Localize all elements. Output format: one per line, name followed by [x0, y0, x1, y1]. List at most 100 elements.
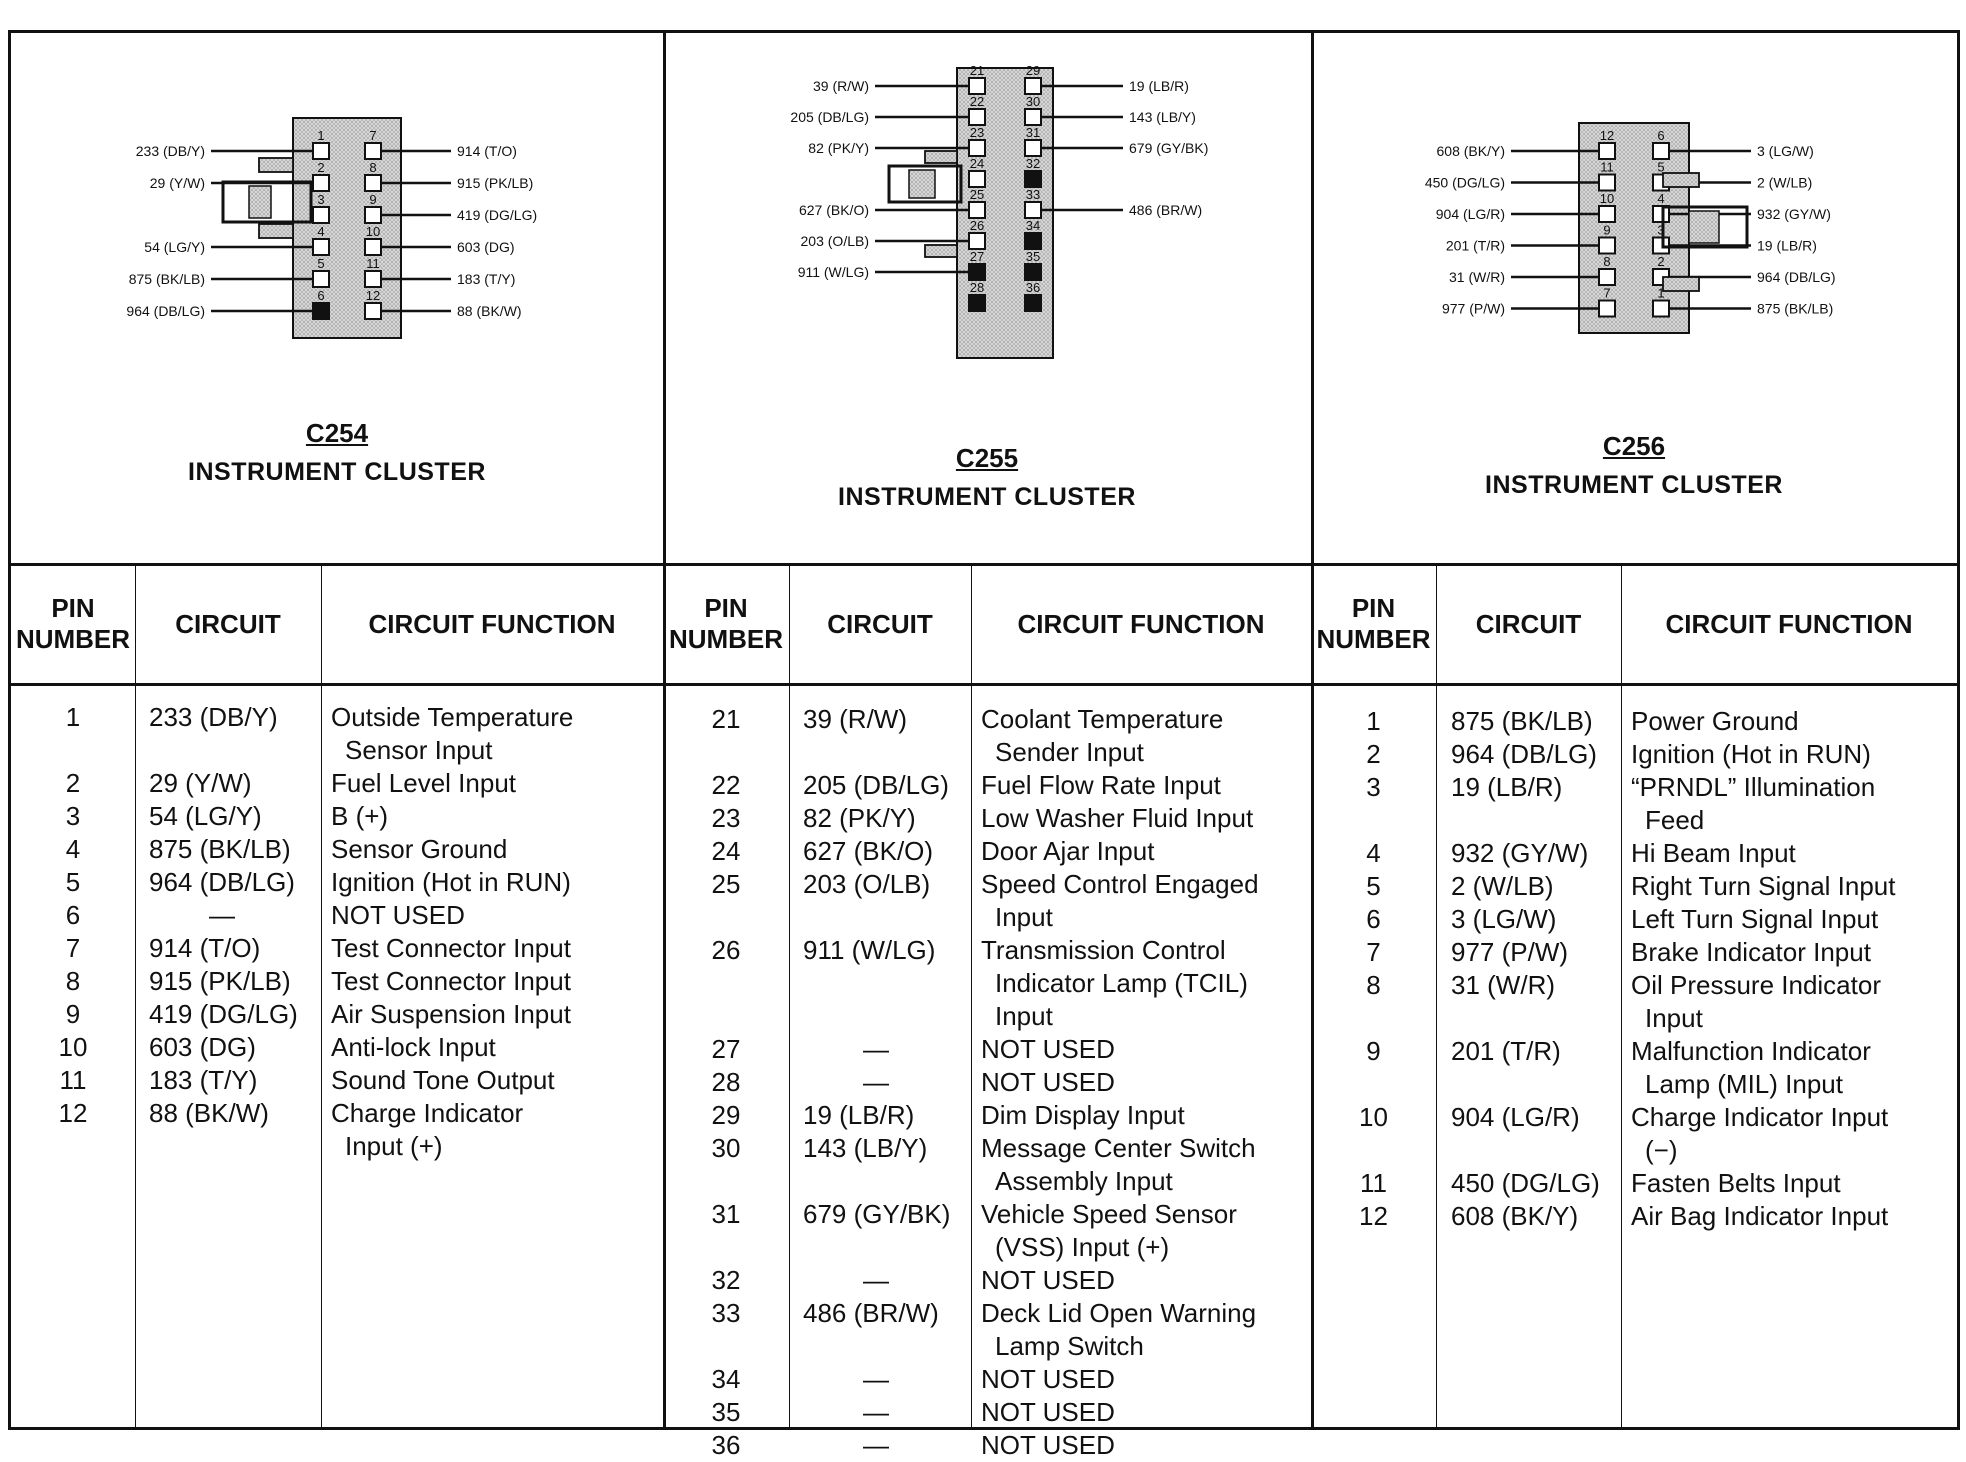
pin-number-cell: 25 — [711, 869, 741, 899]
circuit-function-cell: Left Turn Signal Input — [1631, 904, 1879, 934]
pin-cavity — [1024, 139, 1042, 157]
circuit-cell: 19 (LB/R) — [803, 1100, 915, 1130]
circuit-function-cell: NOT USED — [981, 1430, 1115, 1460]
pin-number-label: 24 — [970, 156, 984, 171]
pin-number-label: 4 — [1657, 191, 1664, 206]
circuit-cell: 3 (LG/W) — [1451, 904, 1557, 934]
pin-cavity — [1024, 201, 1042, 219]
jumper-bridge — [1661, 205, 1749, 249]
circuit-function-cell: B (+) — [331, 801, 389, 831]
pin-number-cell: 23 — [711, 803, 741, 833]
pin-cavity — [968, 108, 986, 126]
pin-cavity — [364, 270, 382, 288]
pin-number-cell: 8 — [1366, 970, 1381, 1000]
circuit-function-cell: NOT USED — [981, 1397, 1115, 1427]
circuit-function-cell: Oil Pressure Indicator — [1631, 970, 1881, 1000]
column-divider — [135, 563, 136, 1427]
jumper-bridge — [908, 169, 936, 199]
wire-label: 932 (GY/W) — [1757, 206, 1831, 222]
pin-number-cell: 7 — [65, 933, 81, 963]
circuit-function-cell: Anti-lock Input — [331, 1032, 496, 1062]
circuit-cell: — — [863, 1067, 889, 1097]
wire-label: 904 (LG/R) — [1436, 206, 1505, 222]
pin-number-label: 36 — [1026, 280, 1040, 295]
pin-number-label: 33 — [1026, 187, 1040, 202]
wire-label: 911 (W/LG) — [798, 264, 869, 280]
pin-number-cell: 9 — [65, 999, 81, 1029]
connector-tab — [258, 157, 294, 173]
circuit-function-cell: Test Connector Input — [331, 933, 571, 963]
pin-number-cell: 10 — [58, 1032, 88, 1062]
wire-label: 450 (DG/LG) — [1425, 175, 1505, 191]
wire-label: 3 (LG/W) — [1757, 143, 1814, 159]
header-pin-line1: PIN — [51, 593, 95, 623]
c255-title: C255 — [955, 443, 1019, 473]
pin-number-label: 27 — [970, 249, 984, 264]
pin-cavity — [968, 77, 986, 95]
c254-subtitle: INSTRUMENT CLUSTER — [188, 458, 486, 486]
pin-cavity — [968, 294, 986, 312]
pin-number-label: 8 — [1603, 254, 1610, 269]
circuit-cell: 54 (LG/Y) — [149, 801, 262, 831]
wire-label: 233 (DB/Y) — [136, 143, 205, 159]
pin-number-cell: 26 — [711, 935, 741, 965]
circuit-cell: 201 (T/R) — [1451, 1036, 1561, 1066]
pin-cavity — [1598, 299, 1616, 318]
circuit-function-cell: Ignition (Hot in RUN) — [1631, 739, 1871, 769]
circuit-cell: 627 (BK/O) — [803, 836, 934, 866]
circuit-function-cell: Sensor Input — [345, 735, 493, 765]
connector-tab — [1662, 276, 1700, 292]
connector-tab — [1662, 172, 1700, 188]
pin-cavity — [1024, 108, 1042, 126]
wire-label: 39 (R/W) — [813, 78, 869, 94]
circuit-cell: 932 (GY/W) — [1451, 838, 1589, 868]
pin-number-label: 10 — [1600, 191, 1614, 206]
pin-number-cell: 30 — [711, 1133, 741, 1163]
pin-cavity — [364, 302, 382, 320]
pin-number-label: 25 — [970, 187, 984, 202]
pin-number-label: 1 — [1657, 286, 1664, 301]
circuit-function-cell: Input — [1645, 1003, 1703, 1033]
wire-label: 419 (DG/LG) — [457, 207, 537, 223]
circuit-cell: 419 (DG/LG) — [149, 999, 298, 1029]
circuit-function-cell: Speed Control Engaged — [981, 869, 1259, 899]
pin-number-label: 3 — [317, 192, 324, 207]
jumper-bridge — [1688, 210, 1720, 244]
pin-number-label: 5 — [1657, 160, 1664, 175]
pin-number-cell: 24 — [711, 836, 741, 866]
wire-label: 82 (PK/Y) — [808, 140, 869, 156]
wire-label: 914 (T/O) — [457, 143, 517, 159]
pin-number-cell: 11 — [1360, 1168, 1387, 1198]
pin-number-label: 4 — [317, 224, 324, 239]
circuit-function-cell: Feed — [1645, 805, 1705, 835]
circuit-function-cell: Air Bag Indicator Input — [1631, 1201, 1889, 1231]
header-top-rule — [11, 563, 1957, 566]
pin-number-label: 1 — [317, 128, 324, 143]
circuit-cell: 911 (W/LG) — [803, 935, 936, 965]
connector-tab — [258, 223, 294, 239]
circuit-function-cell: Transmission Control — [981, 935, 1226, 965]
pin-number-cell: 32 — [711, 1265, 741, 1295]
pin-number-label: 5 — [317, 256, 324, 271]
pin-number-label: 34 — [1026, 218, 1040, 233]
pin-number-cell: 35 — [711, 1397, 741, 1427]
circuit-function-cell: Input — [995, 902, 1053, 932]
column-divider — [789, 563, 790, 1427]
pin-number-cell: 1 — [65, 702, 81, 732]
header-circuit: CIRCUIT — [175, 608, 281, 639]
header-pin-line2: NUMBER — [1316, 624, 1431, 654]
circuit-function-cell: Fuel Flow Rate Input — [981, 770, 1221, 800]
pin-cavity — [1024, 232, 1042, 250]
pin-number-cell: 1 — [1366, 706, 1381, 736]
circuit-function-cell: Input (+) — [345, 1131, 443, 1161]
circuit-function-cell: Coolant Temperature — [981, 704, 1224, 734]
circuit-cell: 2 (W/LB) — [1451, 871, 1554, 901]
circuit-cell: 233 (DB/Y) — [149, 702, 278, 732]
wire-label: 143 (LB/Y) — [1129, 109, 1196, 125]
wire-label: 54 (LG/Y) — [144, 239, 205, 255]
circuit-function-cell: Hi Beam Input — [1631, 838, 1796, 868]
header-bottom-rule — [11, 683, 1957, 686]
circuit-cell: 82 (PK/Y) — [803, 803, 916, 833]
